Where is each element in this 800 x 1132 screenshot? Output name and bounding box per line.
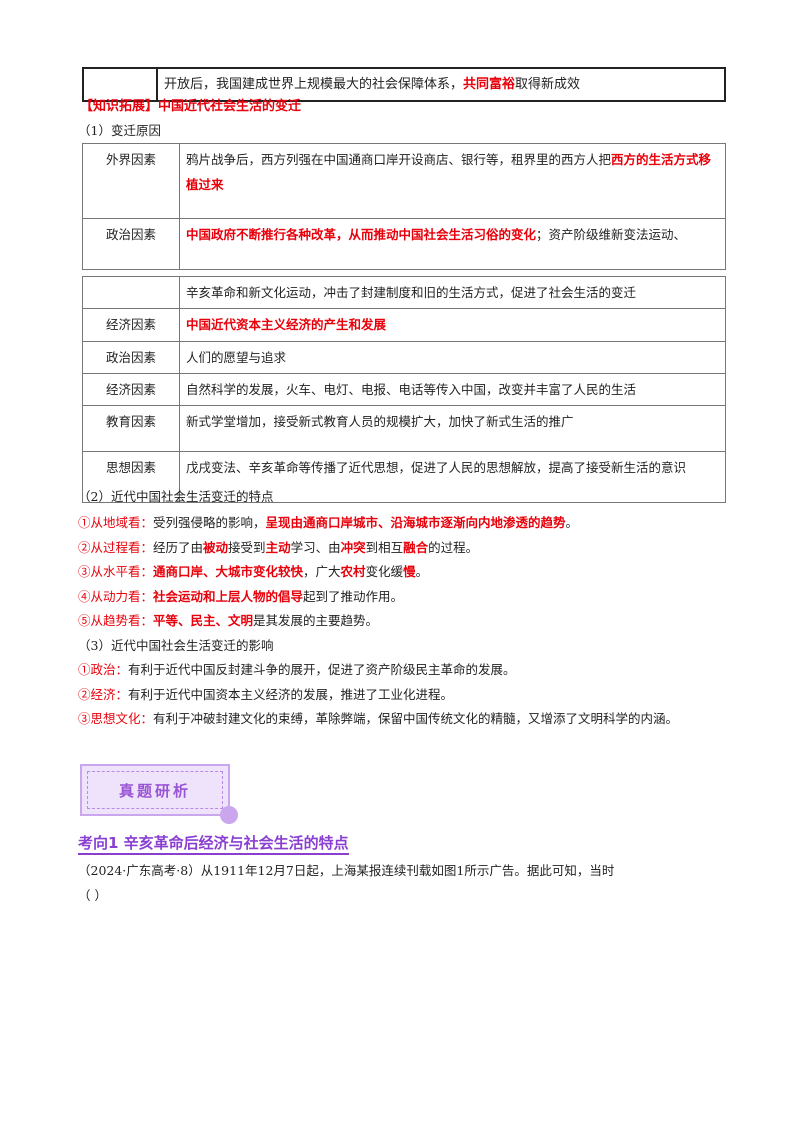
highlight-text: 融合 [403, 539, 429, 555]
highlight-text: 中国政府不断推行各种改革，从而推动中国社会生活习俗的变化 [186, 227, 537, 242]
factor-description: 新式学堂增加，接受新式教育人员的规模扩大，加快了新式生活的推广 [179, 405, 726, 452]
table-row: 辛亥革命和新文化运动，冲击了封建制度和旧的生活方式，促进了社会生活的变迁 [82, 276, 726, 309]
text-segment: 有利于近代中国反封建斗争的展开，促进了资产阶级民主革命的发展。 [128, 662, 516, 677]
factor-label: 外界因素 [82, 143, 180, 219]
question-text: （2024·广东高考·8）从1911年12月7日起，上海某报连续刊载如图1所示广… [78, 863, 615, 878]
highlight-text: 农村 [340, 564, 366, 580]
top-table: 开放后，我国建成世界上规模最大的社会保障体系，共同富裕取得新成效 [82, 67, 726, 102]
text-segment: 的过程。 [428, 539, 479, 555]
factor-label: 政治因素 [82, 341, 180, 374]
section-banner: 真题研析 [80, 764, 238, 824]
factor-description: 鸦片战争后，西方列强在中国通商口岸开设商店、银行等，租界里的西方人把西方的生活方… [179, 143, 726, 219]
item-label: ⑤从趋势看： [78, 613, 154, 629]
extension-heading: 【知识拓展】中国近代社会生活的变迁 [80, 99, 302, 114]
text-segment: 人们的愿望与追求 [186, 350, 287, 365]
table-row: 政治因素人们的愿望与追求 [82, 341, 726, 374]
text-segment: 戊戌变法、辛亥革命等传播了近代思想，促进了人民的思想解放，提高了接受新生活的意识 [186, 460, 687, 475]
table-row: 外界因素鸦片战争后，西方列强在中国通商口岸开设商店、银行等，租界里的西方人把西方… [82, 143, 726, 219]
section3-title: （3）近代中国社会生活变迁的影响 [78, 638, 274, 653]
factor-label: 教育因素 [82, 405, 180, 452]
item-label: ①政治： [78, 662, 129, 677]
impact-item: ③思想文化：有利于冲破封建文化的束缚，革除弊端，保留中国传统文化的精髓，又增添了… [78, 707, 726, 731]
top-row-text: 开放后，我国建成世界上规模最大的社会保障体系，共同富裕取得新成效 [156, 67, 726, 102]
factor-label: 经济因素 [82, 373, 180, 406]
text-segment: 到相互 [365, 539, 404, 555]
text-segment: 新式学堂增加，接受新式教育人员的规模扩大，加快了新式生活的推广 [186, 414, 574, 429]
table-row: 经济因素自然科学的发展，火车、电灯、电报、电话等传入中国，改变并丰富了人民的生活 [82, 373, 726, 406]
text-segment: 辛亥革命和新文化运动，冲击了封建制度和旧的生活方式，促进了社会生活的变迁 [186, 285, 637, 300]
text-segment: 自然科学的发展，火车、电灯、电报、电话等传入中国，改变并丰富了人民的生活 [186, 382, 637, 397]
text-segment: 经历了由 [153, 539, 204, 555]
factor-description: 中国近代资本主义经济的产生和发展 [179, 308, 726, 342]
factor-description: 戊戌变法、辛亥革命等传播了近代思想，促进了人民的思想解放，提高了接受新生活的意识 [179, 451, 726, 503]
impact-item: ①政治：有利于近代中国反封建斗争的展开，促进了资产阶级民主革命的发展。 [78, 660, 516, 680]
section2-title: （2）近代中国社会生活变迁的特点 [78, 489, 274, 504]
item-label: ②从过程看： [78, 539, 154, 555]
text-segment: 。 [415, 564, 429, 580]
text-segment: 有利于近代中国资本主义经济的发展，推进了工业化进程。 [128, 686, 454, 702]
text-segment: 学习、由 [290, 539, 341, 555]
text-segment: 起到了推动作用。 [303, 588, 404, 604]
banner-decoration-icon [220, 806, 238, 824]
factor-description: 自然科学的发展，火车、电灯、电报、电话等传入中国，改变并丰富了人民的生活 [179, 373, 726, 406]
feature-item: ⑤从趋势看：平等、民主、文明是其发展的主要趋势。 [78, 611, 378, 631]
causes-table-1: 外界因素鸦片战争后，西方列强在中国通商口岸开设商店、银行等，租界里的西方人把西方… [82, 143, 726, 270]
highlight-text: 通商口岸、大城市变化较快 [153, 564, 304, 580]
highlight-text: 社会运动和上层人物的倡导 [153, 588, 304, 604]
answer-blank: （ ） [78, 888, 107, 903]
impact-item: ②经济：有利于近代中国资本主义经济的发展，推进了工业化进程。 [78, 685, 453, 705]
item-label: ④从动力看： [78, 588, 154, 604]
feature-item: ①从地域看：受列强侵略的影响，呈现由通商口岸城市、沿海城市逐渐向内地渗透的趋势。 [78, 513, 578, 533]
section1-title: （1）变迁原因 [78, 123, 161, 138]
highlight-text: 共同富裕 [463, 77, 516, 92]
text-segment: ；资产阶级维新变法运动、 [536, 227, 687, 242]
causes-table-2: 辛亥革命和新文化运动，冲击了封建制度和旧的生活方式，促进了社会生活的变迁经济因素… [82, 276, 726, 503]
highlight-text: 西方的生活方式移植过来 [186, 152, 712, 192]
item-label: ①从地域看： [78, 515, 154, 530]
factor-label [82, 276, 180, 309]
text-segment: 。 [565, 515, 579, 530]
table-row: 思想因素戊戌变法、辛亥革命等传播了近代思想，促进了人民的思想解放，提高了接受新生… [82, 451, 726, 503]
topic-heading: 考向1 辛亥革命后经济与社会生活的特点 [78, 832, 349, 855]
feature-item: ②从过程看：经历了由被动接受到主动学习、由冲突到相互融合的过程。 [78, 538, 478, 558]
highlight-text: 中国近代资本主义经济的产生和发展 [186, 317, 387, 332]
factor-description: 人们的愿望与追求 [179, 341, 726, 374]
highlight-text: 主动 [265, 539, 291, 555]
factor-label: 经济因素 [82, 308, 180, 342]
feature-item: ③从水平看：通商口岸、大城市变化较快，广大农村变化缓慢。 [78, 562, 428, 582]
item-label: ②经济： [78, 686, 129, 702]
factor-description: 辛亥革命和新文化运动，冲击了封建制度和旧的生活方式，促进了社会生活的变迁 [179, 276, 726, 309]
item-label: ③思想文化： [78, 711, 154, 727]
text-segment: 受列强侵略的影响， [153, 515, 266, 530]
text-segment: 鸦片战争后，西方列强在中国通商口岸开设商店、银行等，租界里的西方人把 [186, 152, 612, 167]
banner-label: 真题研析 [87, 771, 223, 809]
factor-label: 政治因素 [82, 218, 180, 270]
text-segment: 变化缓 [365, 564, 404, 580]
highlight-text: 平等、民主、文明 [153, 613, 254, 629]
highlight-text: 被动 [203, 539, 229, 555]
text-segment: 是其发展的主要趋势。 [253, 613, 379, 629]
text-segment: 有利于冲破封建文化的束缚，革除弊端，保留中国传统文化的精髓，又增添了文明科学的内… [153, 711, 679, 727]
factor-description: 中国政府不断推行各种改革，从而推动中国社会生活习俗的变化；资产阶级维新变法运动、 [179, 218, 726, 270]
factor-label: 思想因素 [82, 451, 180, 503]
table-row: 经济因素中国近代资本主义经济的产生和发展 [82, 308, 726, 342]
text-segment: 取得新成效 [515, 77, 581, 92]
table-row: 教育因素新式学堂增加，接受新式教育人员的规模扩大，加快了新式生活的推广 [82, 405, 726, 452]
text-segment: 接受到 [228, 539, 266, 555]
text-segment: 开放后，我国建成世界上规模最大的社会保障体系， [164, 77, 464, 92]
item-label: ③从水平看： [78, 564, 154, 580]
highlight-text: 呈现由通商口岸城市、沿海城市逐渐向内地渗透的趋势 [265, 515, 566, 530]
feature-item: ④从动力看：社会运动和上层人物的倡导起到了推动作用。 [78, 587, 403, 607]
table-row: 政治因素中国政府不断推行各种改革，从而推动中国社会生活习俗的变化；资产阶级维新变… [82, 218, 726, 270]
highlight-text: 冲突 [340, 539, 366, 555]
text-segment: ，广大 [303, 564, 341, 580]
highlight-text: 慢 [403, 564, 416, 580]
